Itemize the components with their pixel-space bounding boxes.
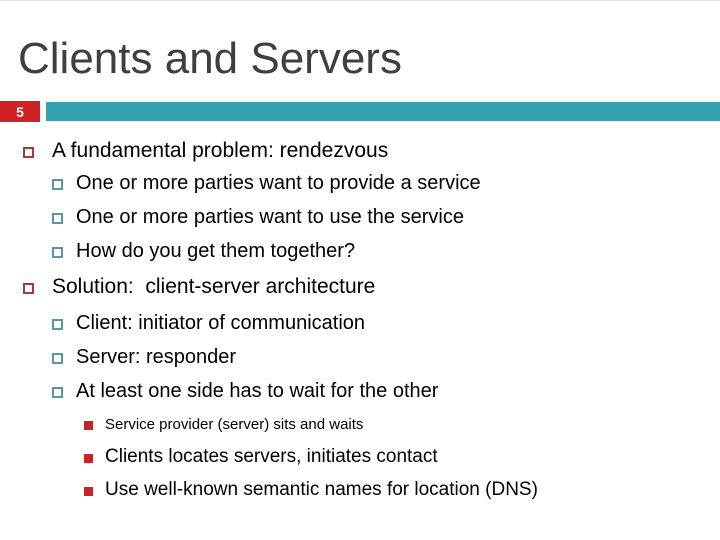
square-outline-bullet-icon (23, 146, 34, 158)
bullet-text: One or more parties want to use the serv… (76, 205, 464, 228)
bullet-item-level3: Service provider (server) sits and waits (84, 413, 363, 435)
header-accent-band (46, 102, 720, 121)
page-number: 5 (16, 103, 24, 120)
square-outline-bullet-icon (52, 178, 63, 190)
page-number-badge: 5 (0, 101, 40, 122)
bullet-item-level2: One or more parties want to provide a se… (52, 170, 481, 196)
bullet-text: A fundamental problem: rendezvous (52, 139, 389, 162)
bullet-item-level2: Client: initiator of communication (52, 310, 365, 336)
bullet-text: One or more parties want to provide a se… (76, 171, 481, 194)
square-filled-bullet-icon (84, 453, 93, 463)
bullet-item-level1: A fundamental problem: rendezvous (23, 138, 388, 164)
bullet-text: Use well-known semantic names for locati… (105, 479, 538, 500)
bullet-text: Service provider (server) sits and waits (105, 415, 364, 433)
square-outline-bullet-icon (23, 282, 34, 294)
bullet-text: Solution: client-server architecture (52, 275, 376, 298)
square-outline-bullet-icon (52, 318, 63, 330)
bullet-item-level1: Solution: client-server architecture (23, 274, 375, 300)
square-outline-bullet-icon (52, 246, 63, 258)
bullet-text: Clients locates servers, initiates conta… (105, 446, 438, 467)
square-outline-bullet-icon (52, 386, 63, 398)
square-outline-bullet-icon (52, 212, 63, 224)
bullet-item-level2: Server: responder (52, 344, 236, 370)
bullet-text: At least one side has to wait for the ot… (76, 379, 439, 402)
bullet-text: Server: responder (76, 345, 237, 368)
bullet-item-level2: One or more parties want to use the serv… (52, 204, 464, 230)
square-filled-bullet-icon (84, 420, 93, 430)
square-outline-bullet-icon (52, 352, 63, 364)
square-filled-bullet-icon (84, 486, 93, 496)
bullet-item-level3: Clients locates servers, initiates conta… (84, 445, 438, 469)
bullet-item-level2: At least one side has to wait for the ot… (52, 378, 438, 404)
slide-title: Clients and Servers (18, 34, 402, 83)
bullet-item-level3: Use well-known semantic names for locati… (84, 478, 538, 502)
bullet-text: How do you get them together? (76, 239, 356, 262)
bullet-text: Client: initiator of communication (76, 311, 366, 334)
bullet-item-level2: How do you get them together? (52, 238, 355, 264)
